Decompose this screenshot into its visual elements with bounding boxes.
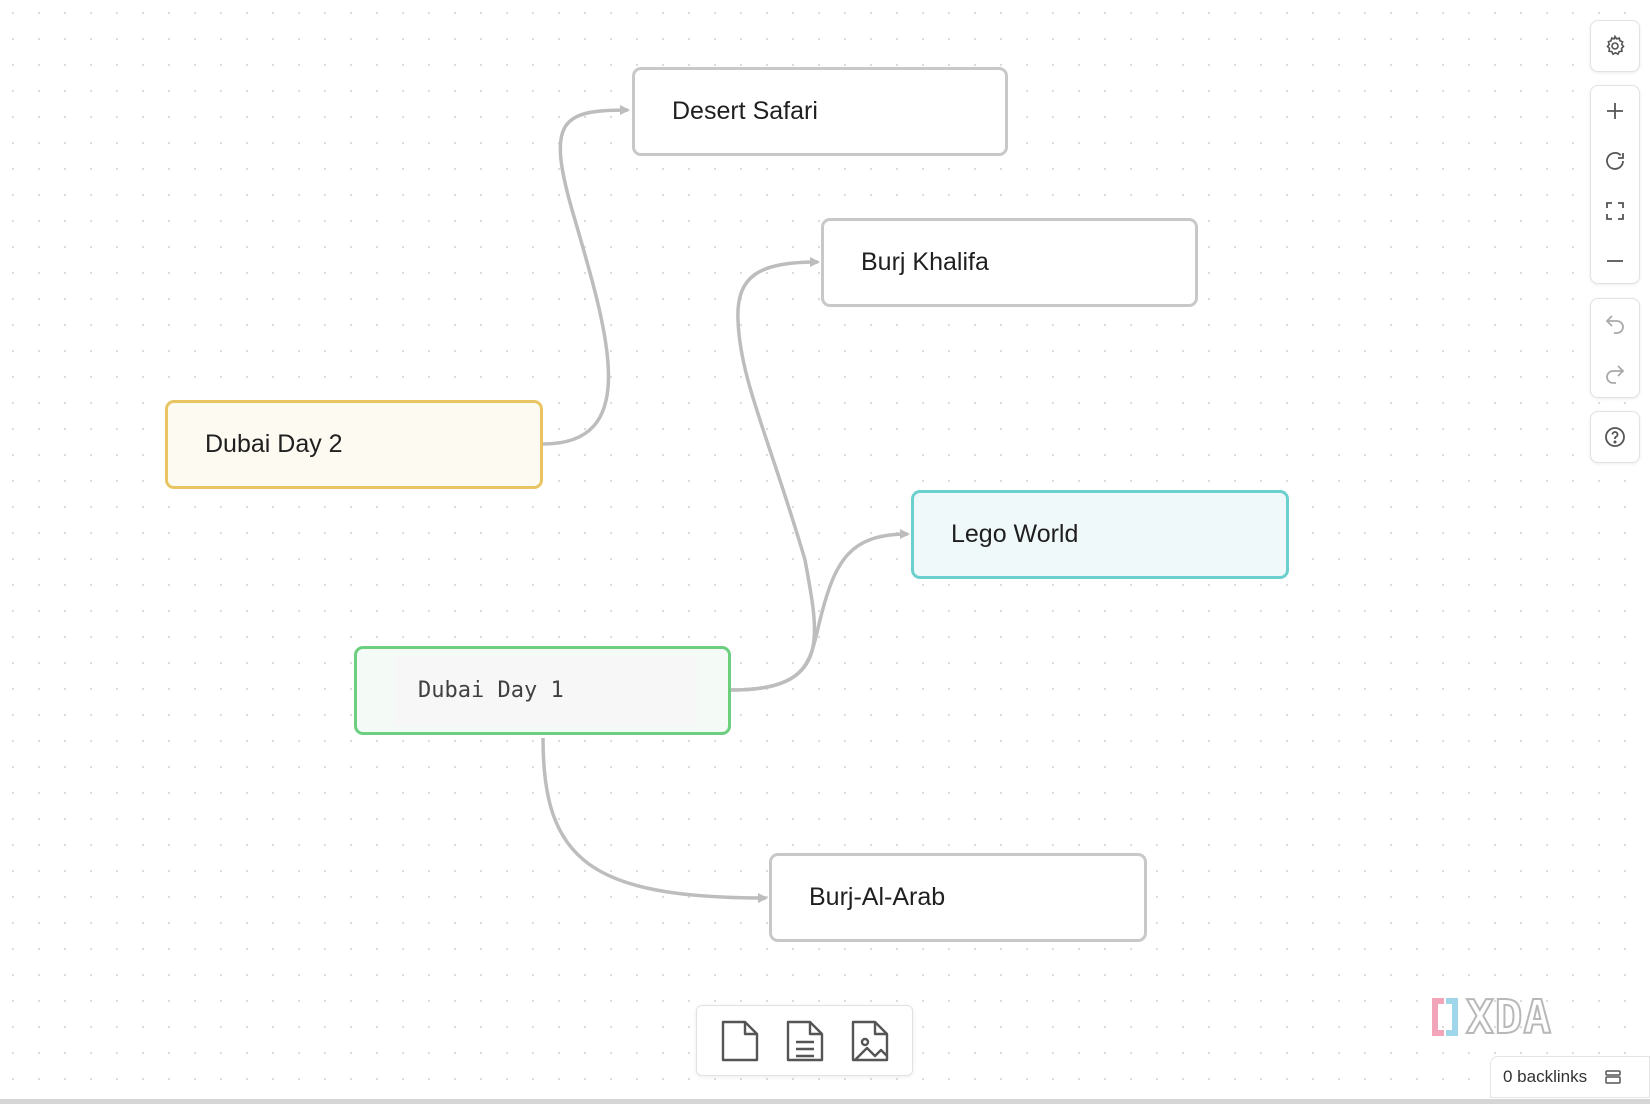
node-lego-world[interactable]: Lego World: [911, 490, 1289, 579]
zoom-in-button[interactable]: [1591, 86, 1639, 136]
zoom-out-icon: [1607, 260, 1623, 262]
xda-logo-text: XDA: [1465, 989, 1553, 1045]
edge-day1-to-burj-khalifa[interactable]: [730, 257, 820, 692]
help-group: [1590, 411, 1640, 463]
reset-icon: [1606, 152, 1624, 170]
node-label: Lego World: [951, 520, 1079, 548]
history-group: [1590, 298, 1640, 398]
node-desert-safari[interactable]: Desert Safari: [632, 67, 1008, 156]
add-card-button[interactable]: [717, 1016, 763, 1066]
redo-button[interactable]: [1591, 349, 1639, 399]
settings-icon: [1606, 34, 1625, 56]
media-icon: [851, 1020, 888, 1061]
database-icon[interactable]: [1603, 1067, 1623, 1087]
reset-zoom-button[interactable]: [1591, 136, 1639, 186]
zoom-out-button[interactable]: [1591, 236, 1639, 286]
zoom-in-icon: [1607, 103, 1623, 119]
node-label: Dubai Day 2: [205, 430, 343, 458]
node-dubai-day-1[interactable]: Dubai Day 1: [354, 646, 731, 735]
node-burj-khalifa[interactable]: Burj Khalifa: [821, 218, 1198, 307]
xda-logo: XDA: [1428, 989, 1553, 1045]
help-button[interactable]: [1591, 412, 1639, 462]
settings-group: [1590, 20, 1640, 72]
help-icon: [1605, 427, 1625, 447]
add-card-toolbar: [696, 1005, 913, 1076]
node-burj-al-arab[interactable]: Burj-Al-Arab: [769, 853, 1147, 942]
fit-button[interactable]: [1591, 186, 1639, 236]
node-label: Desert Safari: [672, 97, 818, 125]
settings-button[interactable]: [1591, 21, 1639, 71]
xda-bracket-icon: [1432, 998, 1458, 1036]
status-bar: 0 backlinks: [1490, 1056, 1650, 1098]
node-label: Burj-Al-Arab: [809, 883, 946, 911]
new-card-icon: [721, 1020, 758, 1061]
undo-icon: [1605, 315, 1624, 334]
node-label: Dubai Day 1: [394, 655, 696, 726]
node-label: Burj Khalifa: [861, 248, 989, 276]
edge-day1-to-burj-al-arab[interactable]: [541, 737, 768, 903]
edge-day2-to-desert-safari[interactable]: [542, 105, 630, 446]
undo-button[interactable]: [1591, 299, 1639, 349]
add-note-button[interactable]: [782, 1016, 828, 1066]
add-media-button[interactable]: [847, 1016, 893, 1066]
bottom-divider: [0, 1099, 1650, 1104]
backlinks-count[interactable]: 0 backlinks: [1503, 1067, 1588, 1086]
edge-day1-to-lego-world[interactable]: [730, 529, 910, 692]
fit-icon: [1606, 202, 1624, 220]
redo-icon: [1606, 365, 1625, 384]
zoom-group: [1590, 85, 1640, 284]
node-dubai-day-2[interactable]: Dubai Day 2: [165, 400, 543, 489]
note-icon: [786, 1020, 823, 1061]
